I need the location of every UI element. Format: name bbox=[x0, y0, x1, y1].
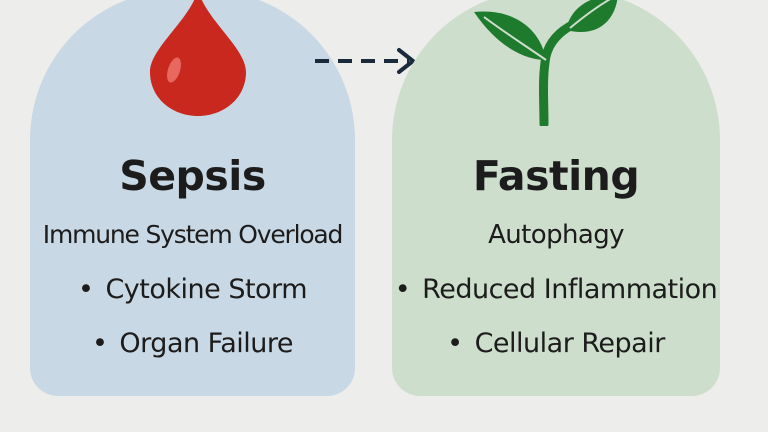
sepsis-panel: Sepsis Immune System Overload • Cytokine … bbox=[30, 0, 355, 396]
sepsis-bullet-2: • Organ Failure bbox=[30, 328, 355, 359]
fasting-panel: Fasting Autophagy •Reduced Inflammation … bbox=[392, 0, 720, 396]
bullet-dot: • bbox=[447, 328, 463, 359]
bullet-text: Organ Failure bbox=[119, 328, 294, 359]
fasting-title: Fasting bbox=[472, 152, 640, 200]
fasting-bullet-2: • Cellular Repair bbox=[392, 328, 720, 359]
bullet-dot: • bbox=[91, 328, 108, 359]
sprout-icon bbox=[470, 0, 620, 130]
sepsis-subtitle: Immune System Overload bbox=[42, 220, 344, 249]
sepsis-title: Sepsis bbox=[119, 152, 266, 200]
bullet-dot: • bbox=[78, 274, 94, 305]
bullet-text: Cellular Repair bbox=[474, 328, 666, 359]
fasting-bullet-1: • Reduced Inflammation bbox=[392, 274, 720, 305]
bullet-dot: • bbox=[394, 274, 411, 305]
sepsis-bullet-1: • Cytokine Storm bbox=[30, 274, 355, 305]
bullet-text: Reduced Inflammation bbox=[422, 274, 718, 305]
fasting-subtitle: Autophagy bbox=[488, 220, 624, 250]
blood-drop-icon bbox=[146, 0, 250, 124]
bullet-text: Cytokine Storm bbox=[105, 274, 307, 305]
